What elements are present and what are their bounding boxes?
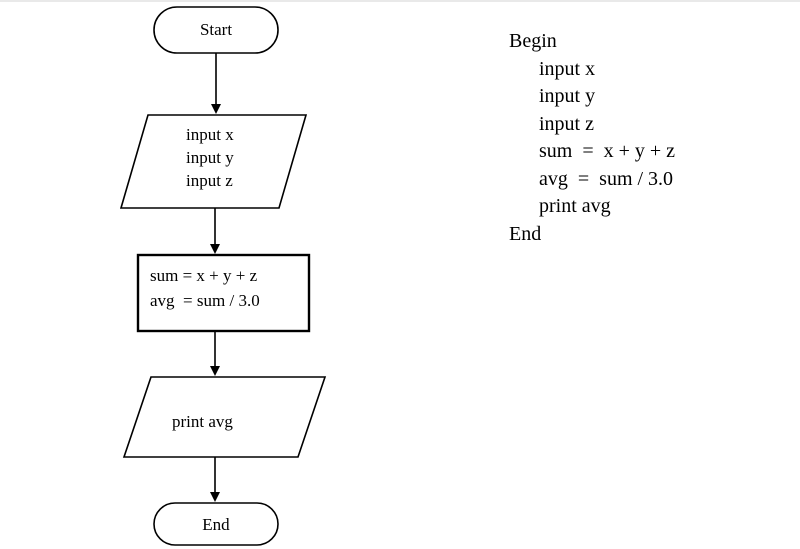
process-line-1: sum = x + y + z bbox=[150, 266, 258, 285]
input-line-2: input y bbox=[186, 148, 234, 167]
pseudocode-line-5: avg = sum / 3.0 bbox=[539, 167, 674, 190]
pseudocode-begin: Begin bbox=[509, 30, 557, 52]
top-border bbox=[0, 0, 800, 2]
input-line-3: input z bbox=[186, 171, 233, 190]
pseudocode-end: End bbox=[509, 222, 542, 245]
pseudocode-line-1: input x bbox=[539, 57, 596, 80]
input-parallelogram bbox=[119, 114, 308, 209]
end-terminator bbox=[153, 502, 279, 546]
pseudocode-line-2: input y bbox=[539, 85, 596, 107]
input-line-1: input x bbox=[186, 125, 234, 144]
pseudocode-block: Begin input x input y input z sum = x + … bbox=[509, 28, 675, 248]
process-box bbox=[136, 253, 311, 333]
pseudocode-line-6: print avg bbox=[539, 195, 611, 217]
process-line-2: avg = sum / 3.0 bbox=[150, 291, 260, 310]
end-label: End bbox=[202, 515, 230, 534]
start-label: Start bbox=[200, 20, 232, 39]
output-label: print avg bbox=[172, 412, 233, 431]
pseudocode-line-3: input z bbox=[539, 112, 594, 135]
output-parallelogram bbox=[122, 376, 327, 458]
pseudocode-line-4: sum = x + y + z bbox=[539, 140, 676, 162]
